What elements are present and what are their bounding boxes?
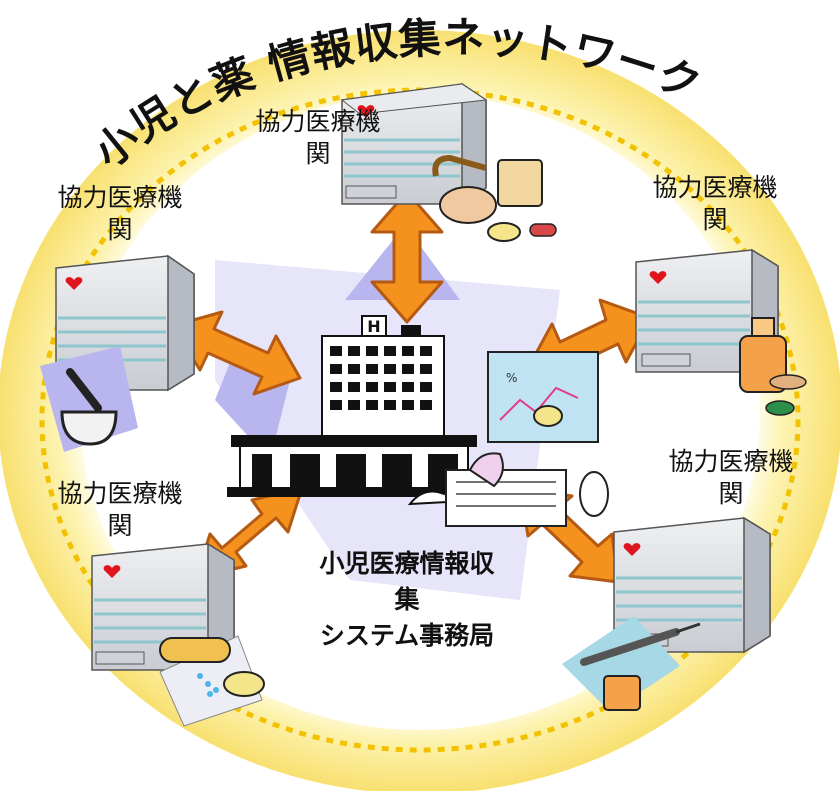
- partner-label-line2: 関: [718, 479, 744, 508]
- office-label: 小児医療情報収 集 システム事務局: [282, 546, 532, 654]
- partner-building-top: [340, 82, 488, 206]
- svg-text:H: H: [367, 317, 380, 336]
- office-label-line1: 小児医療情報収: [319, 549, 495, 578]
- heart-icon: [103, 565, 121, 578]
- pills-capsules-icon: [159, 635, 265, 727]
- office-label-line3: システム事務局: [319, 621, 495, 650]
- partner-label-line2: 関: [107, 511, 133, 540]
- partner-label-line2: 関: [107, 215, 133, 244]
- heart-icon: [357, 105, 375, 118]
- partner-building-left-lower: [91, 542, 235, 672]
- mortar-pestle-icon: [40, 346, 138, 452]
- heart-icon: [65, 277, 83, 290]
- partner-label-right-lower: 協力医療機 関: [636, 446, 826, 510]
- computer-workstation-icon: %: [445, 351, 609, 527]
- heart-icon: [623, 543, 641, 556]
- partner-label-right-upper: 協力医療機 関: [620, 172, 810, 236]
- svg-text:%: %: [506, 371, 517, 385]
- arrow-top: [370, 190, 444, 324]
- partner-label-line1: 協力医療機: [57, 183, 183, 212]
- arrow-left-upper: [170, 310, 302, 396]
- partner-label-line1: 協力医療機: [652, 173, 778, 202]
- partner-label-line2: 関: [702, 205, 728, 234]
- partner-label-left-lower: 協力医療機 関: [20, 478, 220, 542]
- syringe-icon: [562, 616, 701, 712]
- partner-label-left: 協力医療機 関: [20, 182, 220, 246]
- partner-label-top: 協力医療機 関: [228, 106, 408, 170]
- partner-label-line1: 協力医療機: [255, 107, 381, 136]
- office-label-line2: 集: [394, 585, 420, 614]
- lab-glassware-icon: [432, 154, 557, 242]
- partner-label-line1: 協力医療機: [57, 479, 183, 508]
- medicine-bottle-icon: [739, 317, 807, 416]
- partner-label-line2: 関: [305, 139, 331, 168]
- heart-icon: [649, 271, 667, 284]
- partner-label-line1: 協力医療機: [668, 447, 794, 476]
